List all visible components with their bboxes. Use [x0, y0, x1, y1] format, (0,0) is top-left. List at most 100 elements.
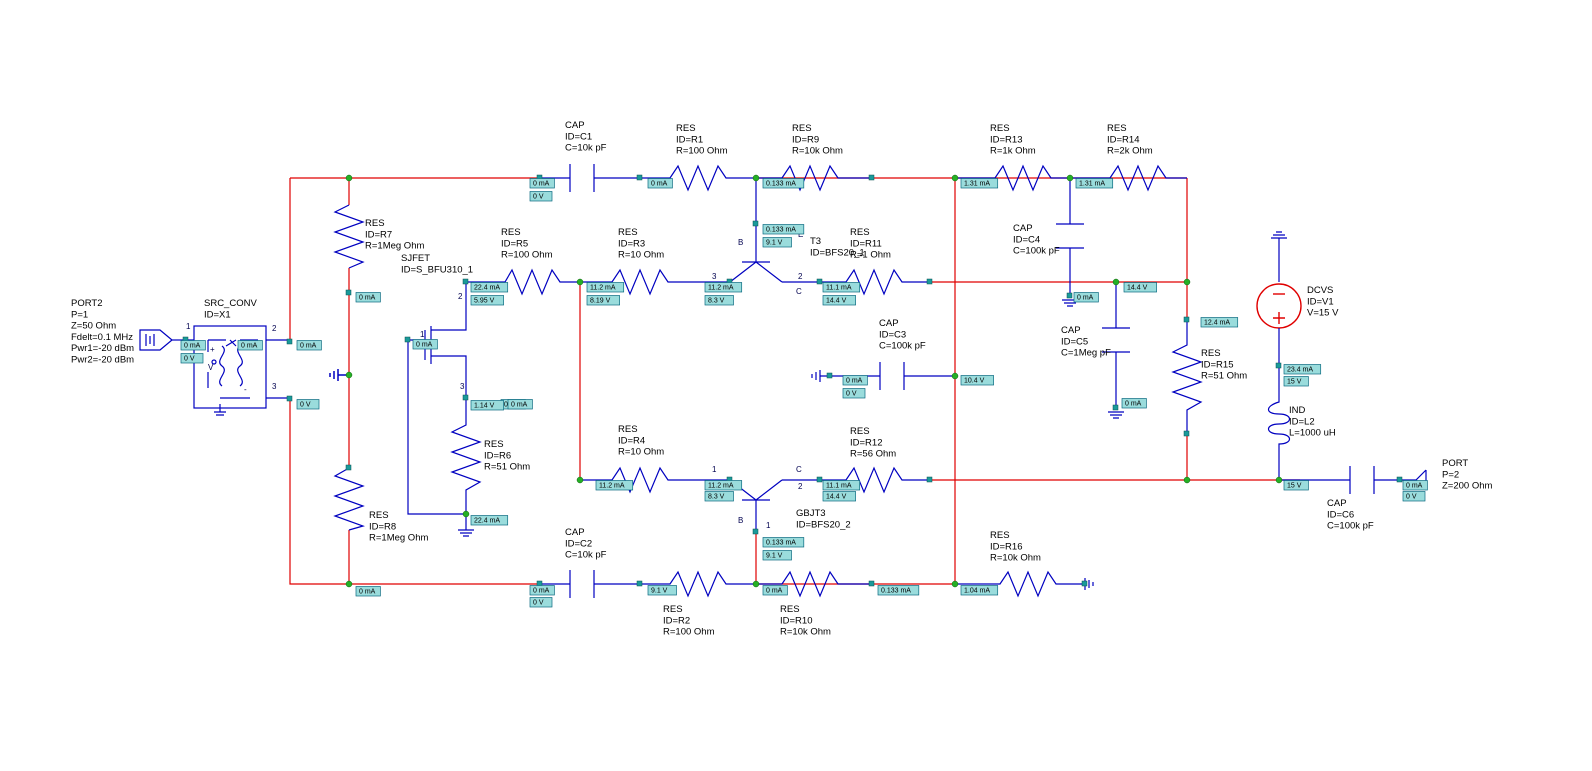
r6-label-line: RES — [484, 439, 504, 450]
annotation-value: 0 mA — [533, 588, 550, 595]
r6-body — [450, 398, 482, 537]
annotation-value: 0 V — [1406, 494, 1417, 501]
annotation-tag: 15 V — [1283, 480, 1309, 491]
r7-label-line: R=1Meg Ohm — [365, 241, 424, 252]
r7-label-line: RES — [365, 218, 385, 229]
l2-label-line: ID=L2 — [1289, 416, 1315, 427]
x1-label-line: ID=X1 — [204, 309, 231, 320]
r4-label-line: RES — [618, 424, 638, 435]
c4-label-line: ID=C4 — [1013, 234, 1040, 245]
annotation-tag: 0 mA — [647, 178, 673, 189]
annotation-value: 0 mA — [1406, 483, 1423, 490]
r14-label-line: ID=R14 — [1107, 134, 1139, 145]
annotation-tag: 0 mA — [529, 585, 555, 596]
x1-block — [186, 325, 290, 416]
annotation-value: 12.4 mA — [1204, 320, 1230, 327]
pin-label: 1 — [420, 330, 425, 339]
pin-label: 3 — [712, 272, 717, 281]
r9-body — [756, 164, 872, 192]
r2-body — [640, 570, 756, 598]
annotation-value: 0 V — [184, 356, 195, 363]
sjfet-body — [407, 282, 467, 515]
c4-label-line: CAP — [1013, 223, 1033, 234]
v1-label-line: ID=V1 — [1307, 296, 1334, 307]
annotation-value: 0 V — [300, 402, 311, 409]
annotation-tag: 1.31 mA — [960, 178, 999, 189]
annotation-value: 0.133 mA — [766, 181, 796, 188]
c6-label-line: C=100k pF — [1327, 521, 1374, 532]
annotation-tag: 0.133 mA — [762, 178, 805, 189]
pin-numbers: 1 2 3 2 1 3 3 2 1 B C 2 1 B C E + - V — [186, 230, 803, 530]
annotation-value: 9.1 V — [766, 240, 783, 247]
annotation-tag: 11.1 mA — [822, 282, 861, 293]
pin-label: 2 — [798, 272, 803, 281]
r10-body — [756, 570, 872, 598]
port-label-line: Z=200 Ohm — [1442, 481, 1493, 492]
annotation-tag: 0 V — [529, 191, 553, 202]
r4-label-line: ID=R4 — [618, 435, 645, 446]
annotation-value: 11.2 mA — [708, 483, 734, 490]
annotation-value: 0 mA — [651, 181, 668, 188]
v1-label-line: V=15 V — [1307, 308, 1339, 319]
port-label-line: P=2 — [1442, 469, 1459, 480]
port-label-line: PORT — [1442, 458, 1468, 469]
annotation-value: 15 V — [1287, 483, 1302, 490]
annotation-value: 1.14 V — [474, 403, 495, 410]
port2-symbol — [139, 329, 186, 351]
r12-label-line: RES — [850, 426, 870, 437]
annotation-tag: 11.1 mA — [822, 480, 861, 491]
annotation-tag: 5.95 V — [470, 295, 504, 306]
c6-label-line: ID=C6 — [1327, 509, 1354, 520]
annotation-tag: 0 mA — [1073, 292, 1099, 303]
sjfet-label-line: SJFET — [401, 253, 430, 264]
c3-label-line: ID=C3 — [879, 329, 906, 340]
annotation-value: 9.1 V — [766, 553, 783, 560]
annotation-tag: 0 mA — [529, 178, 555, 189]
annotation-value: 0 V — [533, 600, 544, 607]
annotation-value: 0 mA — [241, 343, 258, 350]
r5-label-line: ID=R5 — [501, 238, 528, 249]
r3-body — [580, 268, 730, 296]
pin-label: 2 — [272, 324, 277, 333]
r13-label-line: R=1k Ohm — [990, 146, 1036, 157]
r10-label-line: RES — [780, 604, 800, 615]
annotation-value: 15 V — [1287, 379, 1302, 386]
r12-label-line: ID=R12 — [850, 437, 882, 448]
port2-label-line: Pwr2=-20 dBm — [71, 355, 134, 366]
r1-body — [640, 164, 756, 192]
annotation-value: 11.2 mA — [708, 285, 734, 292]
r1-label-line: ID=R1 — [676, 134, 703, 145]
annotation-tag: 0 V — [296, 399, 320, 410]
r15-body — [1171, 320, 1203, 434]
pin-label: V — [208, 363, 214, 372]
annotation-tag: 0.133 mA — [877, 585, 920, 596]
annotation-value: 0 mA — [300, 343, 317, 350]
annotation-tag: 22.4 mA — [470, 282, 509, 293]
annotation-value: 11.2 mA — [599, 483, 625, 490]
pin-label: C — [796, 287, 802, 296]
c3-body — [811, 362, 955, 390]
annotation-value: 0 mA — [359, 295, 376, 302]
c5-label-line: ID=C5 — [1061, 336, 1088, 347]
annotation-value: 0 mA — [184, 343, 201, 350]
c2-body — [540, 570, 640, 598]
c5-label-line: CAP — [1061, 325, 1081, 336]
annotation-tag: 0.133 mA — [762, 224, 805, 235]
r11-label-line: R=1 Ohm — [850, 250, 891, 261]
c6-label-line: CAP — [1327, 498, 1347, 509]
annotation-tag: 22.4 mA — [470, 515, 509, 526]
r5-label-line: RES — [501, 227, 521, 238]
annotation-value: 10.4 V — [964, 378, 985, 385]
pin-label: B — [738, 516, 743, 525]
annotation-value: 14.4 V — [826, 298, 847, 305]
v1-body — [1256, 231, 1302, 366]
annotation-tag: 14.4 V — [822, 295, 856, 306]
r12-body — [820, 466, 930, 494]
annotation-value: 22.4 mA — [474, 518, 500, 525]
annotation-value: 9.1 V — [651, 588, 668, 595]
pin-label: C — [796, 465, 802, 474]
annotation-value: 0 mA — [359, 589, 376, 596]
pin-label: 1 — [712, 465, 717, 474]
r8-body — [333, 467, 365, 531]
